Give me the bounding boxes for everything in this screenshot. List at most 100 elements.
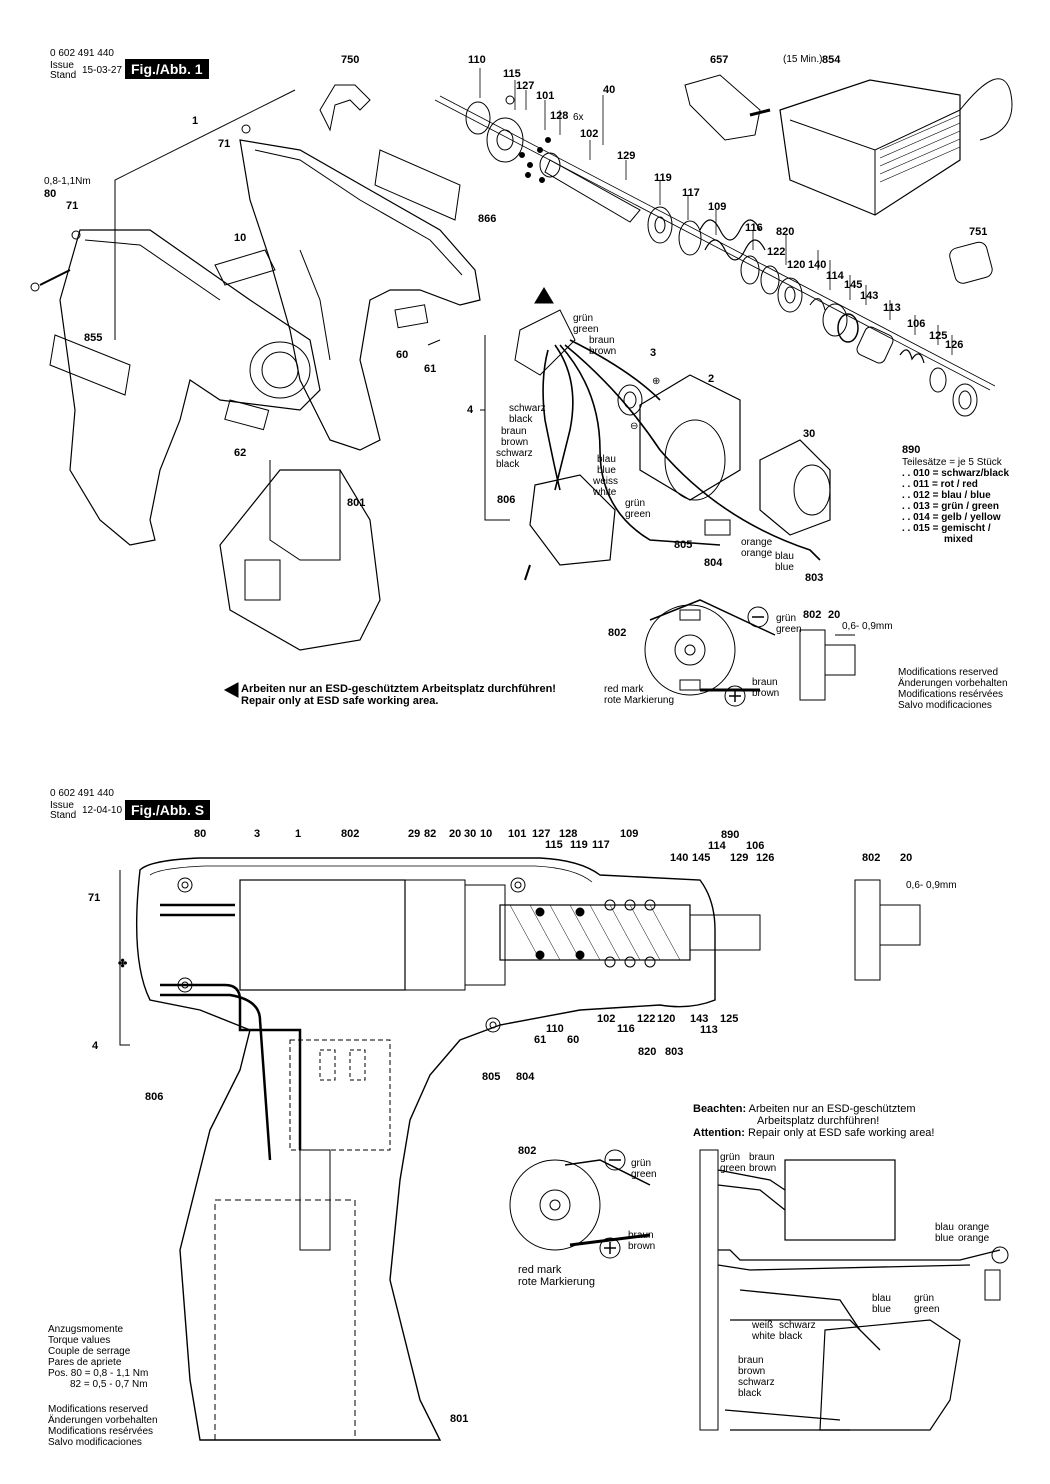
sleeve-113 bbox=[856, 326, 894, 364]
sleeve-751 bbox=[949, 241, 993, 284]
decal-855 bbox=[49, 334, 131, 396]
callout-3: 3 bbox=[650, 347, 657, 359]
s-detail-802: 802 bbox=[518, 1145, 537, 1157]
s-callout-806: 806 bbox=[145, 1091, 164, 1103]
s-callout-116: 116 bbox=[617, 1023, 635, 1035]
callout-10: 10 bbox=[234, 232, 247, 244]
callout-804: 804 bbox=[704, 557, 723, 569]
s-callout-30: 30 bbox=[464, 828, 477, 840]
callout-62: 62 bbox=[234, 447, 247, 459]
gear-housing-30 bbox=[759, 439, 831, 536]
charger-854 bbox=[779, 79, 961, 216]
spindle-102 bbox=[544, 159, 641, 223]
s-callout-143: 143 bbox=[690, 1013, 709, 1025]
detail-802: 802 bbox=[608, 627, 627, 639]
figS-date: 12-04-10 bbox=[82, 805, 123, 816]
callout-125: 125 bbox=[929, 330, 948, 342]
belt-clip-750 bbox=[319, 84, 371, 132]
callout-806: 806 bbox=[497, 494, 516, 506]
s-callout-80: 80 bbox=[194, 828, 207, 840]
callout-114: 114 bbox=[826, 270, 844, 282]
s-callout-82: 82 bbox=[424, 828, 437, 840]
callout-820: 820 bbox=[776, 226, 795, 238]
callout-116: 116 bbox=[745, 222, 763, 234]
s-callout-1: 1 bbox=[295, 828, 302, 840]
wire-tray bbox=[514, 309, 576, 376]
callout-115: 115 bbox=[503, 68, 521, 80]
detail-gap-802: 802 bbox=[803, 609, 822, 621]
callout-torque: 0,8-1,1Nm bbox=[44, 176, 91, 187]
callout-117: 117 bbox=[682, 187, 700, 199]
s-callout-117: 117 bbox=[592, 839, 610, 851]
s-callout-803: 803 bbox=[665, 1046, 684, 1058]
callout-866: 866 bbox=[478, 213, 497, 225]
s-callout-805: 805 bbox=[482, 1071, 501, 1083]
stand-label: Stand bbox=[50, 70, 77, 81]
callout-129: 129 bbox=[617, 150, 636, 162]
s-callout-101: 101 bbox=[508, 828, 527, 840]
s-callout-20b: 20 bbox=[900, 852, 913, 864]
motor-end-detail bbox=[644, 604, 736, 696]
motor-802 bbox=[239, 879, 406, 991]
callout-40: 40 bbox=[603, 84, 616, 96]
s-callout-801: 801 bbox=[450, 1413, 469, 1425]
s-callout-145: 145 bbox=[692, 852, 711, 864]
callout-71a: 71 bbox=[218, 138, 231, 150]
s-callout-802b: 802 bbox=[862, 852, 881, 864]
callout-109: 109 bbox=[708, 201, 727, 213]
s-callout-106: 106 bbox=[746, 840, 765, 852]
callout-71b: 71 bbox=[66, 200, 79, 212]
ring-116 bbox=[740, 255, 760, 285]
s-callout-10: 10 bbox=[480, 828, 493, 840]
spindle-head-101 bbox=[486, 117, 524, 163]
callout-6x: 6x bbox=[573, 112, 584, 123]
esd-mark-icon: ✤ bbox=[118, 958, 128, 970]
sets-block: Teilesätze = je 5 Stück . . 010 = schwar… bbox=[902, 457, 1010, 545]
assembled-housing bbox=[135, 857, 716, 1441]
callout-80: 80 bbox=[44, 188, 57, 200]
callout-102: 102 bbox=[580, 128, 599, 140]
warning-triangle-icon bbox=[534, 287, 554, 304]
callout-119: 119 bbox=[654, 172, 672, 184]
detail-gap-value: 0,6- 0,9mm bbox=[842, 621, 893, 632]
motor-schematic bbox=[784, 1159, 896, 1241]
s-callout-125: 125 bbox=[720, 1013, 739, 1025]
callout-101: 101 bbox=[536, 90, 555, 102]
callout-854: 854 bbox=[822, 54, 841, 66]
s-callout-114: 114 bbox=[708, 840, 726, 852]
switch-cap-10 bbox=[214, 249, 276, 286]
fig1-date: 15-03-27 bbox=[82, 65, 123, 76]
fig1-title: Fig./Abb. 1 bbox=[125, 59, 209, 79]
s-callout-128: 128 bbox=[559, 828, 578, 840]
part-number-fig1: 0 602 491 440 bbox=[50, 48, 114, 59]
gear-120 bbox=[777, 277, 803, 313]
s-callout-109: 109 bbox=[620, 828, 639, 840]
esd-warning: Arbeiten nur an ESD-geschütztem Arbeitsp… bbox=[241, 683, 556, 707]
s-callout-110: 110 bbox=[546, 1023, 564, 1035]
callout-106: 106 bbox=[907, 318, 926, 330]
s-callout-890: 890 bbox=[721, 829, 740, 841]
callout-126: 126 bbox=[945, 339, 964, 351]
issue-label-s: Issue bbox=[50, 800, 74, 811]
s-callout-20: 20 bbox=[449, 828, 462, 840]
plus-symbol: ⊕ bbox=[652, 376, 661, 387]
spring-109 bbox=[699, 219, 761, 241]
washer-117 bbox=[678, 220, 702, 256]
s-callout-129: 129 bbox=[730, 852, 749, 864]
figS-title: Fig./Abb. S bbox=[125, 800, 211, 820]
